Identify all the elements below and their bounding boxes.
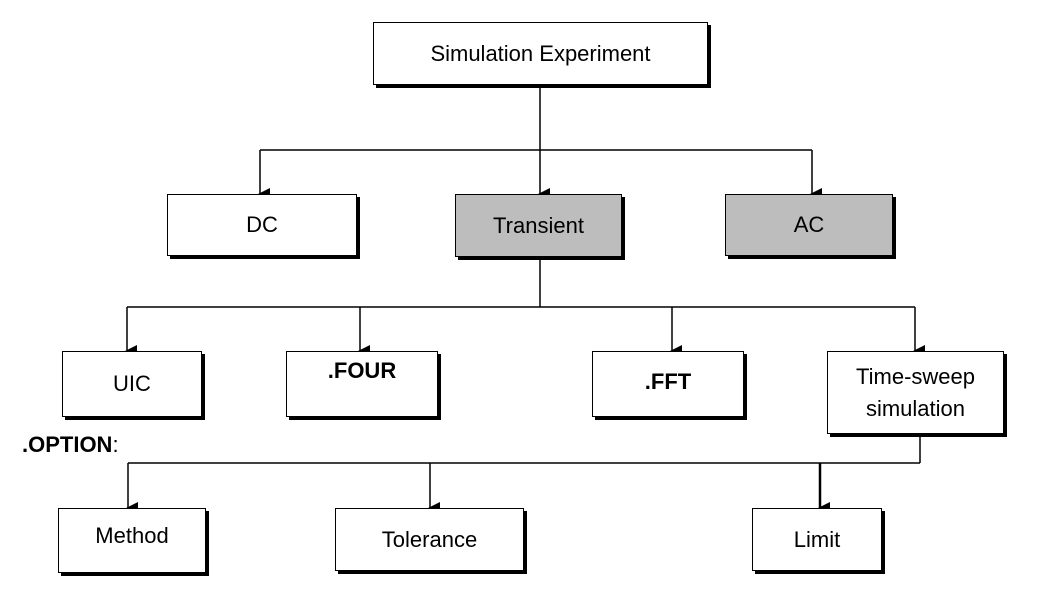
- node-label: Method: [95, 522, 169, 548]
- node-dc: DC: [167, 194, 357, 256]
- node-label: AC: [793, 212, 825, 238]
- node-tolerance: Tolerance: [335, 508, 524, 571]
- node-label-line1: Time-sweep: [856, 364, 975, 389]
- node-label: Tolerance: [381, 526, 478, 552]
- option-label: .OPTION:: [22, 432, 119, 458]
- node-uic: UIC: [62, 351, 202, 417]
- node-label: Limit: [793, 526, 841, 552]
- node-label: UIC: [113, 371, 151, 397]
- node-time-sweep-simulation: Time-sweep simulation: [827, 351, 1004, 434]
- node-label: Simulation Experiment: [430, 40, 651, 66]
- node-label: Transient: [493, 212, 584, 238]
- option-label-colon: :: [112, 432, 119, 457]
- option-label-text: .OPTION: [22, 432, 113, 457]
- node-simulation-experiment: Simulation Experiment: [373, 22, 708, 85]
- node-label: .FFT: [644, 369, 692, 395]
- node-four: .FOUR: [286, 351, 438, 417]
- node-label-line2: simulation: [865, 395, 966, 421]
- node-label: .FOUR: [327, 358, 397, 384]
- node-limit: Limit: [752, 508, 882, 571]
- node-ac: AC: [725, 194, 893, 256]
- node-label: DC: [246, 212, 278, 238]
- node-transient: Transient: [455, 194, 622, 257]
- node-fft: .FFT: [592, 351, 744, 417]
- node-method: Method: [58, 508, 206, 573]
